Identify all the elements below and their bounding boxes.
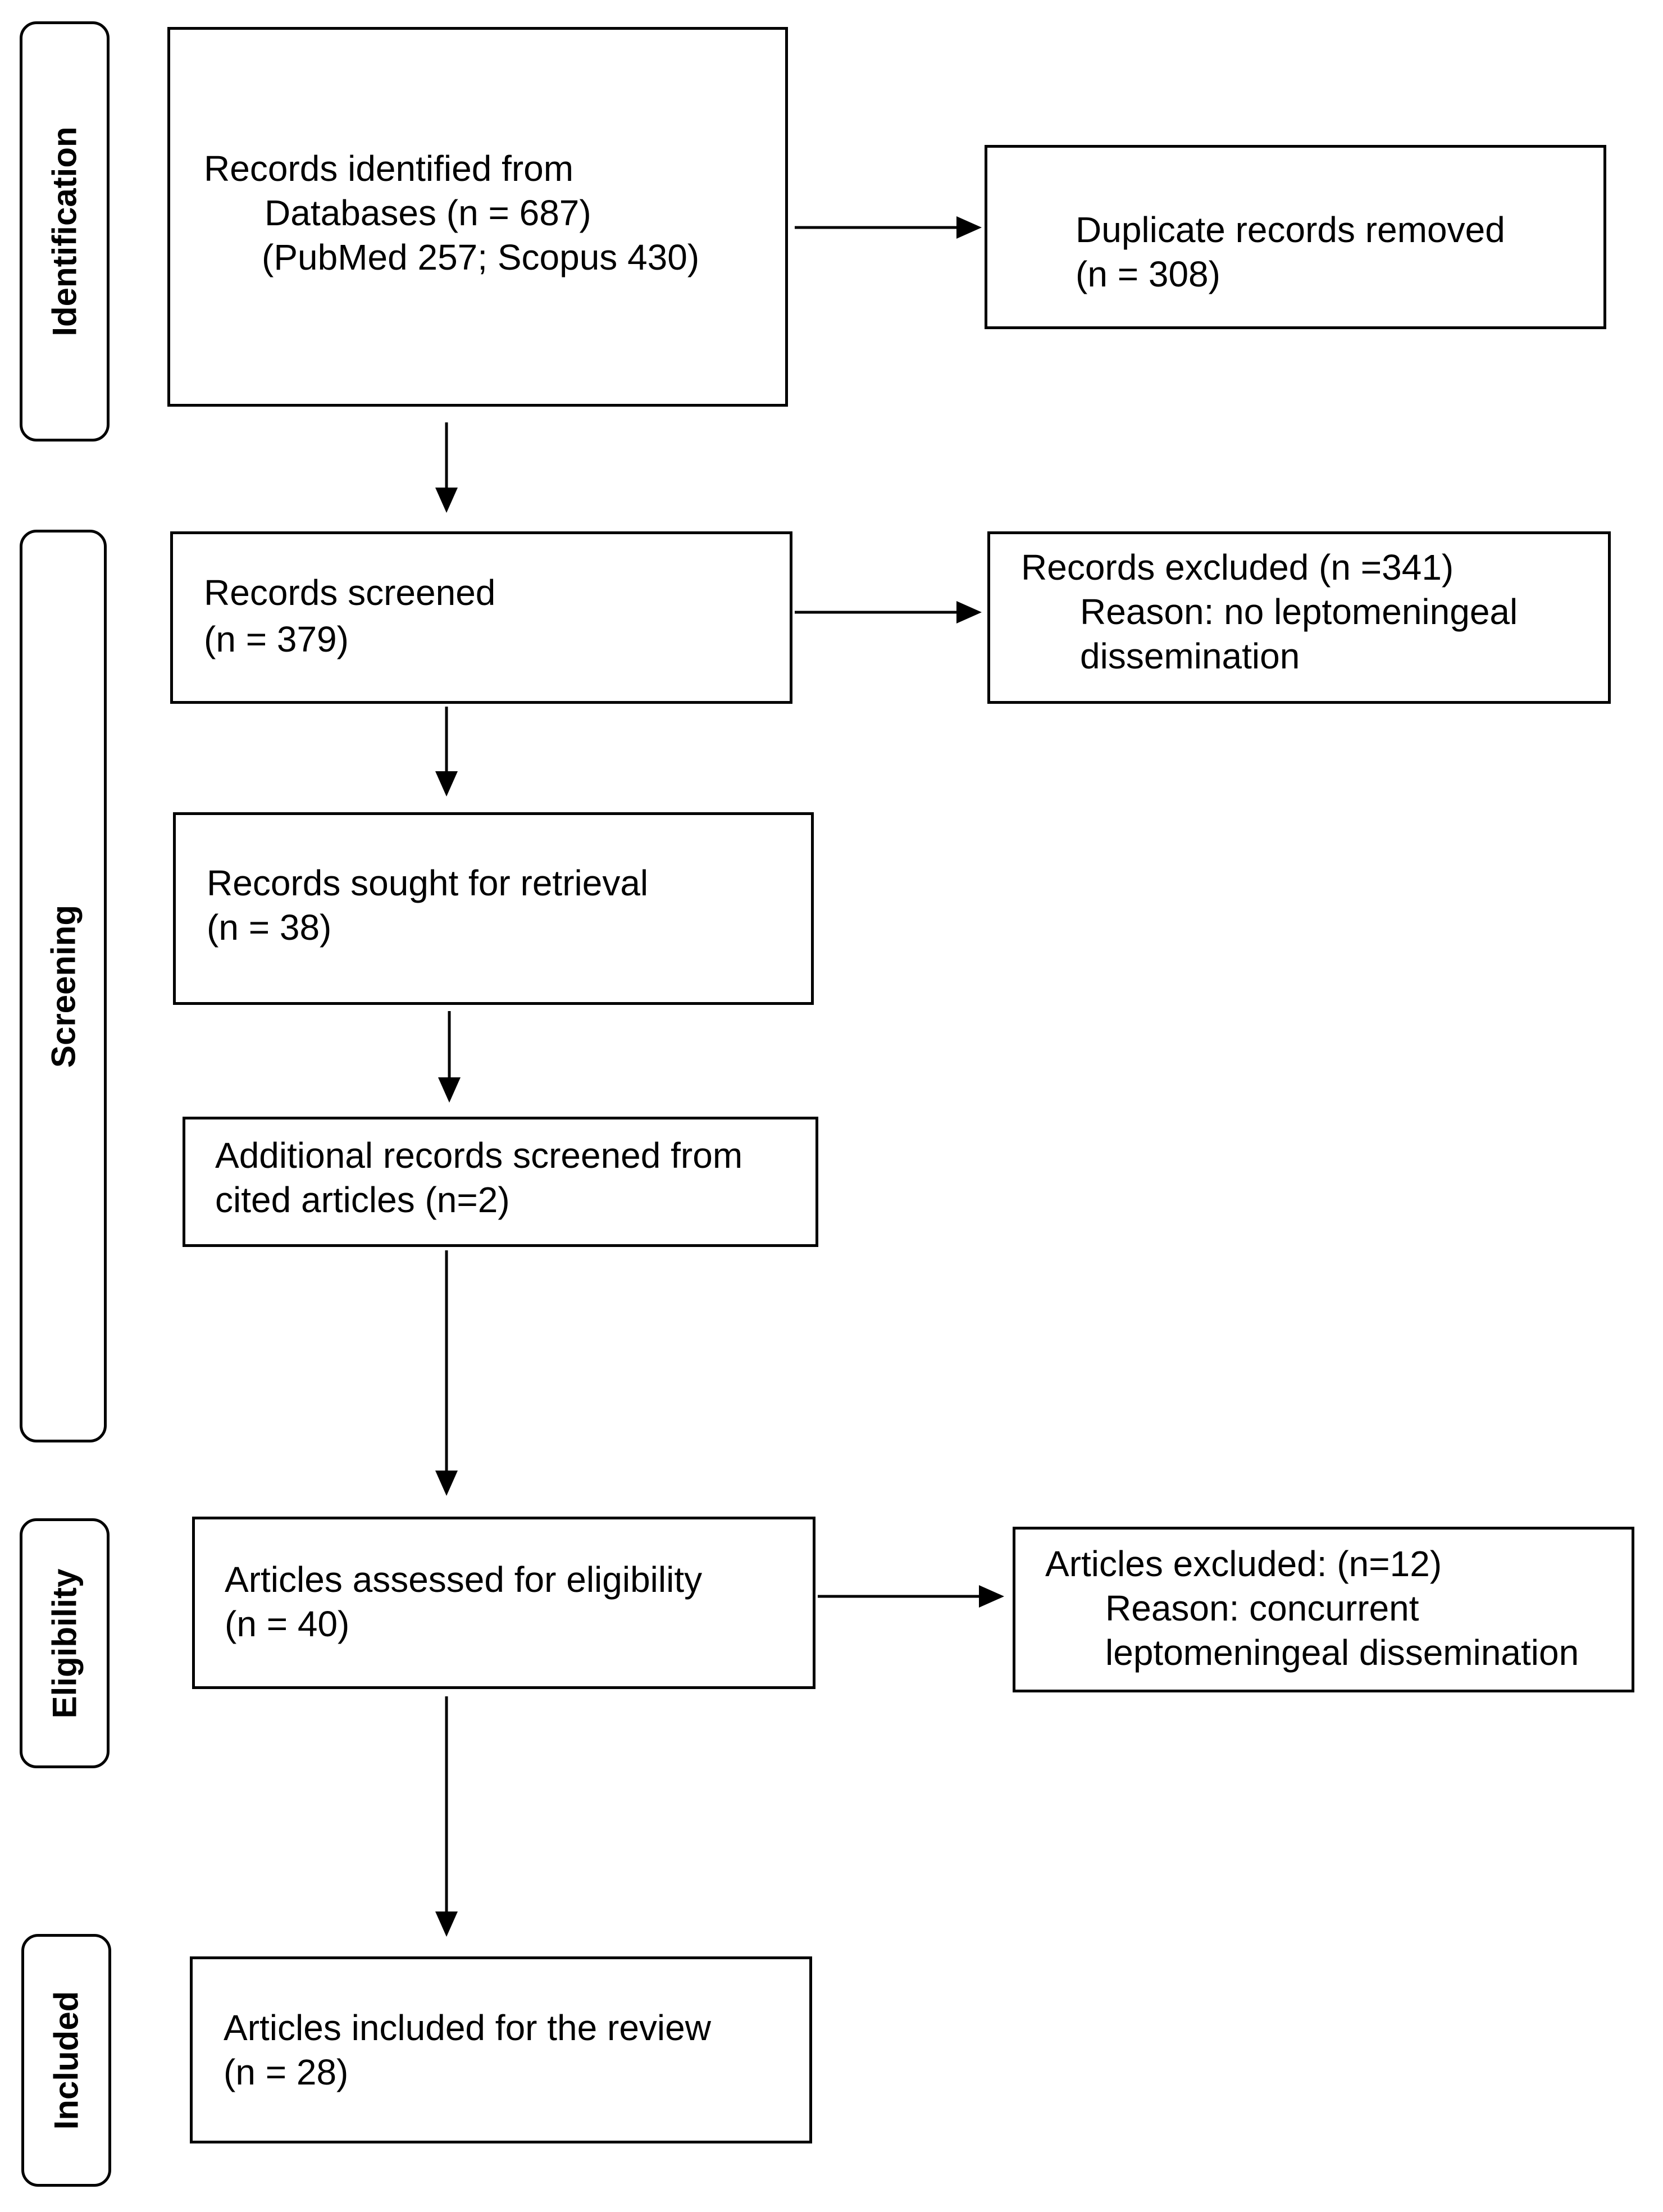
phase-included: Included	[21, 1934, 111, 2187]
records-screened-line2: (n = 379)	[204, 619, 349, 659]
records-excluded-box: Records excluded (n =341) Reason: no lep…	[987, 531, 1611, 704]
arrowhead-sought	[435, 771, 458, 796]
records-screened-line1: Records screened	[204, 572, 496, 613]
additional-records-line1: Additional records screened from	[215, 1135, 743, 1176]
duplicates-removed-line2: (n = 308)	[1076, 254, 1220, 294]
arrowhead-articles-excluded	[979, 1585, 1004, 1608]
records-excluded-line2: Reason: no leptomeningeal	[1080, 591, 1518, 632]
records-screened-box: Records screened (n = 379)	[170, 531, 792, 704]
arrowhead-assessed	[435, 1471, 458, 1496]
phase-eligibility: Eligibility	[20, 1518, 110, 1768]
articles-assessed-line1: Articles assessed for eligibility	[225, 1559, 703, 1600]
records-identified-line3: (PubMed 257; Scopus 430)	[262, 237, 700, 277]
records-excluded-line1: Records excluded (n =341)	[1021, 547, 1454, 588]
records-sought-line2: (n = 38)	[207, 907, 332, 948]
arrowhead-included	[435, 1911, 458, 1937]
arrowhead-screened	[435, 488, 458, 513]
records-identified-line1: Records identified from	[204, 148, 574, 189]
phase-screening: Screening	[20, 530, 107, 1442]
articles-excluded-line1: Articles excluded: (n=12)	[1045, 1544, 1442, 1584]
articles-assessed-box: Articles assessed for eligibility (n = 4…	[192, 1517, 815, 1689]
arrowhead-records-excluded	[956, 601, 982, 623]
additional-records-box: Additional records screened from cited a…	[183, 1117, 818, 1247]
records-excluded-line3: dissemination	[1080, 636, 1300, 676]
articles-included-box: Articles included for the review (n = 28…	[190, 1956, 812, 2143]
articles-excluded-box: Articles excluded: (n=12) Reason: concur…	[1013, 1527, 1634, 1692]
phase-identification: Identification	[20, 21, 110, 442]
articles-included-line2: (n = 28)	[224, 2052, 349, 2092]
records-sought-line1: Records sought for retrieval	[207, 863, 649, 903]
duplicates-removed-line1: Duplicate records removed	[1076, 210, 1505, 250]
records-identified-line2: Databases (n = 687)	[265, 193, 591, 233]
articles-excluded-line2: Reason: concurrent	[1105, 1588, 1419, 1628]
arrowhead-duplicates	[956, 216, 982, 239]
arrowhead-additional	[438, 1077, 461, 1103]
articles-included-line1: Articles included for the review	[224, 2008, 711, 2048]
additional-records-line2: cited articles (n=2)	[215, 1180, 510, 1220]
articles-assessed-line2: (n = 40)	[225, 1604, 350, 1644]
articles-excluded-line3: leptomeningeal dissemination	[1105, 1632, 1579, 1673]
duplicates-removed-box: Duplicate records removed (n = 308)	[985, 145, 1606, 329]
records-identified-box: Records identified from Databases (n = 6…	[167, 27, 788, 407]
records-sought-box: Records sought for retrieval (n = 38)	[173, 812, 814, 1005]
